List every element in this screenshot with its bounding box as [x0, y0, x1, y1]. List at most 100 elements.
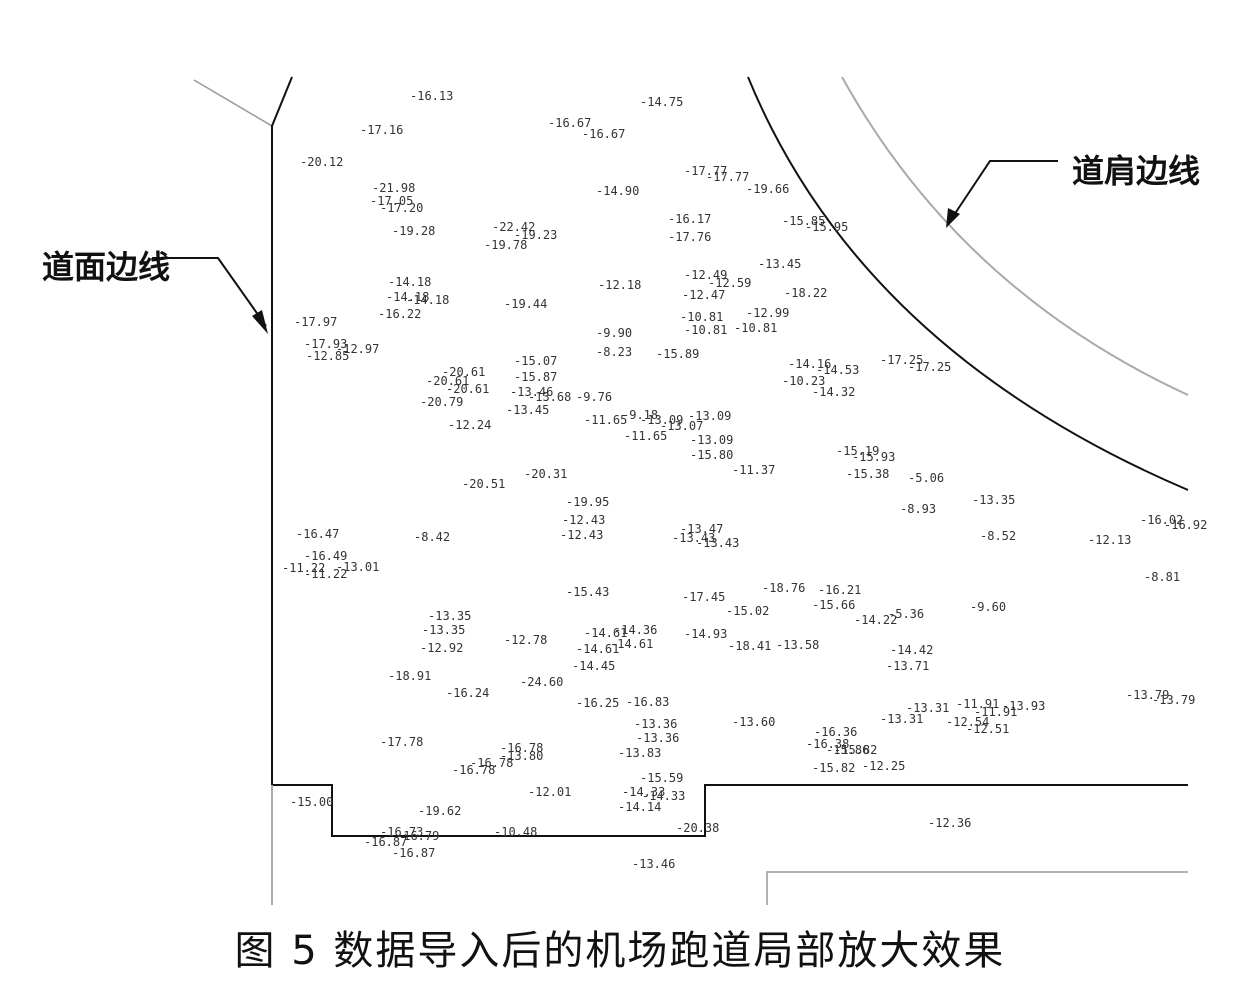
elevation-point-label: -14.18 [406, 293, 449, 307]
elevation-point-label: -16.87 [364, 835, 407, 849]
elevation-point-label: -11.91 [956, 697, 999, 711]
elevation-points: -16.13-14.75-17.16-16.67-16.67-20.12-17.… [282, 89, 1207, 871]
elevation-point-label: -17.16 [360, 123, 403, 137]
elevation-point-label: -17.05 [370, 194, 413, 208]
elevation-point-label: -15.95 [805, 220, 848, 234]
elevation-point-label: -15.38 [846, 467, 889, 481]
elevation-point-label: -12.01 [528, 785, 571, 799]
elevation-point-label: -8.42 [414, 530, 450, 544]
elevation-point-label: -12.51 [966, 722, 1009, 736]
shoulder-edge-arrowhead [946, 208, 960, 228]
elevation-point-label: -14.93 [684, 627, 727, 641]
elevation-point-label: -18.22 [784, 286, 827, 300]
elevation-point-label: -9.60 [970, 600, 1006, 614]
elevation-point-label: -13.43 [672, 531, 715, 545]
elevation-point-label: -8.23 [596, 345, 632, 359]
elevation-point-label: -16.24 [446, 686, 489, 700]
elevation-point-label: -13.45 [758, 257, 801, 271]
elevation-point-label: -9.18 [622, 408, 658, 422]
pavement-curve-line [747, 76, 1189, 491]
elevation-point-label: -15.86 [826, 743, 869, 757]
elevation-point-label: -14.61 [584, 626, 627, 640]
pavement-edge-line [271, 76, 1188, 837]
elevation-point-label: -12.78 [504, 633, 547, 647]
elevation-point-label: -21.98 [372, 181, 415, 195]
elevation-point-label: -12.43 [560, 528, 603, 542]
elevation-point-label: -20.61 [426, 374, 469, 388]
elevation-point-label: -11.37 [732, 463, 775, 477]
elevation-point-label: -14.90 [596, 184, 639, 198]
elevation-point-label: -22.42 [492, 220, 535, 234]
elevation-point-label: -12.85 [306, 349, 349, 363]
elevation-point-label: -16.49 [304, 549, 347, 563]
elevation-point-label: -12.99 [746, 306, 789, 320]
elevation-point-label: -14.75 [640, 95, 683, 109]
elevation-point-label: -16.78 [452, 763, 495, 777]
elevation-point-label: -10.23 [782, 374, 825, 388]
elevation-point-label: -20.51 [462, 477, 505, 491]
elevation-point-label: -20.38 [676, 821, 719, 835]
elevation-point-label: -15.87 [514, 370, 557, 384]
elevation-point-label: -10.48 [494, 825, 537, 839]
elevation-point-label: -12.59 [708, 276, 751, 290]
elevation-point-label: -20.79 [420, 395, 463, 409]
elevation-point-label: -11.65 [624, 429, 667, 443]
elevation-point-label: -15.85 [782, 214, 825, 228]
elevation-point-label: -12.13 [1088, 533, 1131, 547]
elevation-point-label: -20.61 [446, 382, 489, 396]
elevation-point-label: -17.45 [682, 590, 725, 604]
elevation-point-label: -11.22 [304, 567, 347, 581]
elevation-point-label: -19.28 [392, 224, 435, 238]
elevation-point-label: -12.25 [862, 759, 905, 773]
elevation-point-label: -13.58 [776, 638, 819, 652]
elevation-point-label: -15.89 [656, 347, 699, 361]
elevation-point-label: -10.81 [680, 310, 723, 324]
elevation-point-label: -16.87 [392, 846, 435, 860]
elevation-point-label: -20.61 [442, 365, 485, 379]
elevation-point-label: -13.07 [660, 419, 703, 433]
elevation-point-label: -13.60 [732, 715, 775, 729]
elevation-point-label: -12.18 [598, 278, 641, 292]
elevation-point-label: -17.25 [880, 353, 923, 367]
elevation-point-label: -14.45 [572, 659, 615, 673]
elevation-point-label: -13.79 [1126, 688, 1169, 702]
elevation-point-label: -12.43 [562, 513, 605, 527]
elevation-point-label: -13.09 [690, 433, 733, 447]
shoulder-curve-line [841, 76, 1189, 396]
elevation-point-label: -13.68 [528, 390, 571, 404]
elevation-point-label: -14.36 [614, 623, 657, 637]
elevation-point-label: -14.18 [388, 275, 431, 289]
elevation-point-label: -12.36 [928, 816, 971, 830]
elevation-point-label: -15.07 [514, 354, 557, 368]
elevation-point-label: -8.52 [980, 529, 1016, 543]
elevation-point-label: -11.91 [974, 705, 1017, 719]
elevation-point-label: -17.76 [668, 230, 711, 244]
cad-drawing: 道面边线 道肩边线 -16.13-14.75-17.16-16.67-16.67… [42, 76, 1207, 905]
elevation-point-label: -13.31 [880, 712, 923, 726]
elevation-point-label: -17.20 [380, 201, 423, 215]
elevation-point-label: -16.36 [814, 725, 857, 739]
elevation-point-label: -13.80 [500, 749, 543, 763]
elevation-point-label: -13.36 [636, 731, 679, 745]
elevation-point-label: -15.43 [566, 585, 609, 599]
elevation-point-label: -14.33 [642, 789, 685, 803]
elevation-point-label: -8.93 [900, 502, 936, 516]
elevation-point-label: -13.35 [428, 609, 471, 623]
pavement-edge-leader [152, 257, 267, 327]
elevation-point-label: -15.66 [812, 598, 855, 612]
elevation-point-label: -18.76 [762, 581, 805, 595]
elevation-point-label: -5.06 [908, 471, 944, 485]
top-left-grey-line [193, 79, 273, 127]
elevation-point-label: -12.97 [336, 342, 379, 356]
elevation-point-label: -19.44 [504, 297, 547, 311]
elevation-point-label: -16.78 [500, 741, 543, 755]
elevation-point-label: -15.19 [836, 444, 879, 458]
elevation-point-label: -15.80 [690, 448, 733, 462]
elevation-point-label: -12.49 [684, 268, 727, 282]
elevation-point-label: -12.24 [448, 418, 491, 432]
elevation-point-label: -17.25 [908, 360, 951, 374]
elevation-point-label: -12.92 [420, 641, 463, 655]
bottom-right-grey-line [766, 871, 1188, 905]
elevation-point-label: -18.91 [388, 669, 431, 683]
elevation-point-label: -14.16 [788, 357, 831, 371]
